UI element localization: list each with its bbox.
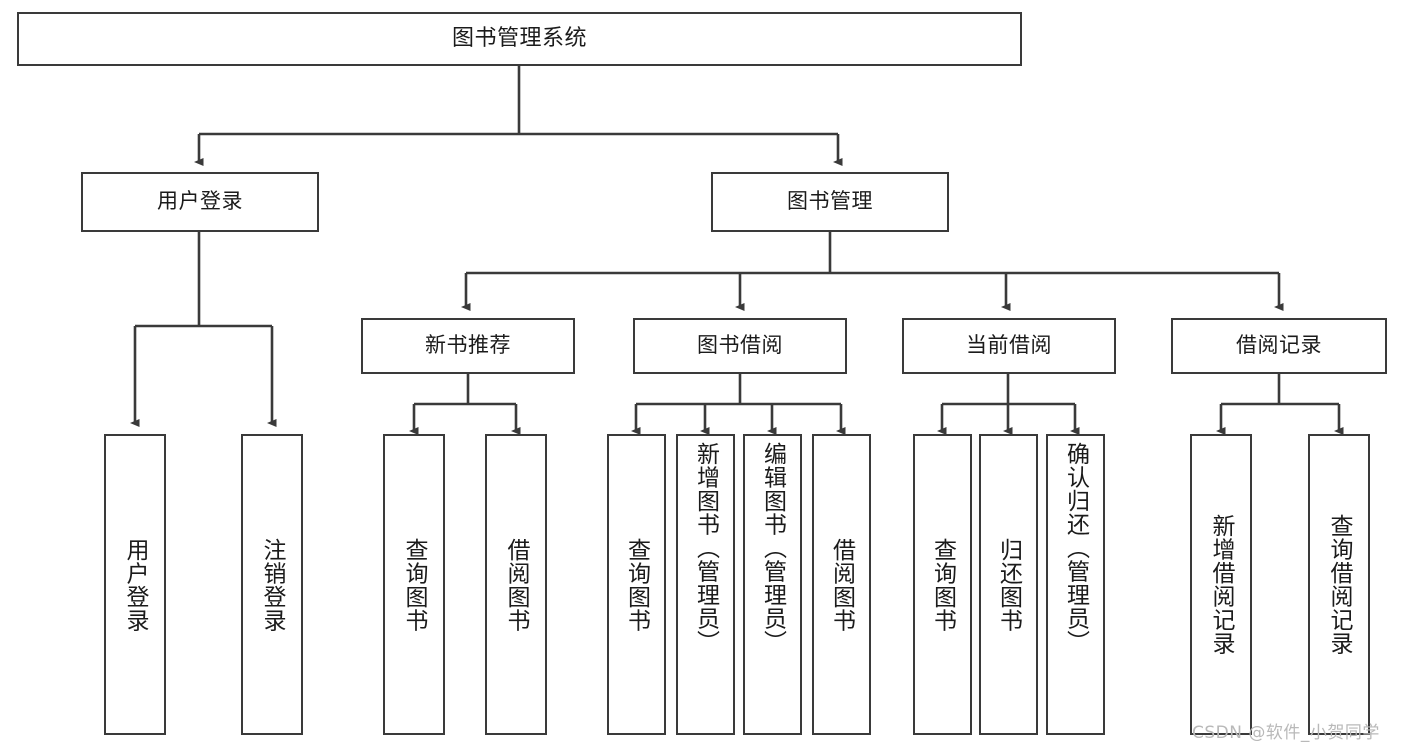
node-label: 归还图书 bbox=[995, 537, 1022, 632]
leaf-borrow-edit-book-admin[interactable]: 编辑图书（管理员） bbox=[743, 434, 802, 735]
node-book-management[interactable]: 图书管理 bbox=[711, 172, 949, 232]
node-label: 新增图书（管理员） bbox=[692, 442, 719, 654]
node-new-book-recommend[interactable]: 新书推荐 bbox=[361, 318, 575, 374]
node-label: 查询借阅记录 bbox=[1326, 514, 1353, 655]
leaf-user-login-login[interactable]: 用户登录 bbox=[104, 434, 166, 735]
node-label: 确认归还（管理员） bbox=[1062, 442, 1089, 654]
leaf-borrow-query-book[interactable]: 查询图书 bbox=[607, 434, 666, 735]
node-label: 当前借阅 bbox=[966, 333, 1052, 358]
leaf-current-return-book[interactable]: 归还图书 bbox=[979, 434, 1038, 735]
leaf-record-add-record[interactable]: 新增借阅记录 bbox=[1190, 434, 1252, 735]
node-label: 用户登录 bbox=[157, 189, 243, 214]
node-label: 用户登录 bbox=[122, 537, 149, 632]
leaf-recommend-borrow-book[interactable]: 借阅图书 bbox=[485, 434, 547, 735]
node-label: 查询图书 bbox=[929, 537, 956, 632]
node-label: 编辑图书（管理员） bbox=[759, 442, 786, 654]
node-book-borrow[interactable]: 图书借阅 bbox=[633, 318, 847, 374]
node-label: 注销登录 bbox=[259, 537, 286, 632]
node-label: 查询图书 bbox=[401, 537, 428, 632]
node-label: 新书推荐 bbox=[425, 333, 511, 358]
node-root-system[interactable]: 图书管理系统 bbox=[17, 12, 1022, 66]
node-label: 借阅记录 bbox=[1236, 333, 1322, 358]
leaf-user-login-logout[interactable]: 注销登录 bbox=[241, 434, 303, 735]
node-label: 借阅图书 bbox=[828, 537, 855, 632]
node-label: 查询图书 bbox=[623, 537, 650, 632]
leaf-borrow-add-book-admin[interactable]: 新增图书（管理员） bbox=[676, 434, 735, 735]
leaf-current-query-book[interactable]: 查询图书 bbox=[913, 434, 972, 735]
node-label: 图书借阅 bbox=[697, 333, 783, 358]
node-borrow-record[interactable]: 借阅记录 bbox=[1171, 318, 1387, 374]
leaf-current-confirm-return-admin[interactable]: 确认归还（管理员） bbox=[1046, 434, 1105, 735]
node-label: 新增借阅记录 bbox=[1208, 514, 1235, 655]
node-current-borrow[interactable]: 当前借阅 bbox=[902, 318, 1116, 374]
csdn-watermark: CSDN @软件_小贺同学 bbox=[1192, 723, 1380, 743]
node-user-login[interactable]: 用户登录 bbox=[81, 172, 319, 232]
leaf-recommend-query-book[interactable]: 查询图书 bbox=[383, 434, 445, 735]
node-label: 图书管理系统 bbox=[451, 25, 587, 51]
leaf-record-query-record[interactable]: 查询借阅记录 bbox=[1308, 434, 1370, 735]
node-label: 图书管理 bbox=[787, 189, 873, 214]
leaf-borrow-borrow-book[interactable]: 借阅图书 bbox=[812, 434, 871, 735]
node-label: 借阅图书 bbox=[503, 537, 530, 632]
